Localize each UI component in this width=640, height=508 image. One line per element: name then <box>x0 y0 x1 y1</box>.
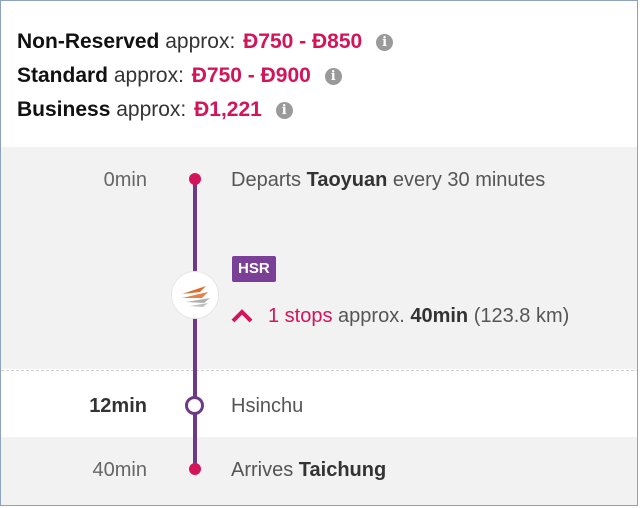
arrival-bg <box>1 437 637 505</box>
fare-row-standard: Standard approx: Ð750 - Ð900 i <box>17 59 393 93</box>
route-line <box>193 179 197 469</box>
hsr-logo-icon <box>171 271 219 319</box>
intermediate-time: 12min <box>89 395 147 417</box>
timeline-segment-bg <box>1 147 637 369</box>
arrive-station: Arrives Taichung <box>231 459 386 482</box>
info-icon[interactable]: i <box>275 101 293 119</box>
info-icon[interactable]: i <box>324 67 342 85</box>
intermediate-stop-marker <box>185 396 204 415</box>
arrive-prefix: Arrives <box>231 459 294 481</box>
fare-class: Non-Reserved <box>17 30 160 53</box>
fare-amount: Ð750 - Ð900 <box>191 64 311 87</box>
fare-amount: Ð750 - Ð850 <box>243 30 363 53</box>
fare-approx-label: approx: <box>165 30 236 53</box>
depart-prefix: Departs <box>231 169 302 191</box>
intermediate-stop-bg <box>1 371 637 437</box>
depart-time: 0min <box>103 169 147 191</box>
segment-duration: 40min <box>410 305 469 327</box>
divider <box>1 370 637 371</box>
depart-station: Departs Taoyuan every 30 minutes <box>231 169 545 192</box>
depart-dot <box>189 173 201 185</box>
arrive-station-name: Taichung <box>298 459 387 481</box>
fare-approx-label: approx: <box>113 64 184 87</box>
fare-amount: Ð1,221 <box>194 98 262 121</box>
fare-approx-label: approx: <box>116 98 187 121</box>
fare-class: Standard <box>17 64 109 87</box>
segment-summary: 1 stops approx. 40min (123.8 km) <box>268 305 569 328</box>
fare-row-business: Business approx: Ð1,221 i <box>17 93 393 127</box>
depart-station-name: Taoyuan <box>306 169 388 191</box>
chevron-up-icon[interactable] <box>231 304 253 330</box>
operator-badge: HSR <box>232 256 276 282</box>
depart-frequency: every 30 minutes <box>392 169 546 191</box>
fare-list: Non-Reserved approx: Ð750 - Ð850 i Stand… <box>17 25 394 127</box>
arrive-time: 40min <box>92 459 147 481</box>
arrive-dot <box>189 463 201 475</box>
segment-distance: (123.8 km) <box>473 305 570 327</box>
fare-row-non-reserved: Non-Reserved approx: Ð750 - Ð850 i <box>17 25 394 59</box>
intermediate-station: Hsinchu <box>231 395 304 417</box>
approx-label: approx. <box>338 305 405 327</box>
stops-toggle-link[interactable]: 1 stops <box>268 305 333 327</box>
fare-class: Business <box>17 98 111 121</box>
info-icon[interactable]: i <box>376 33 394 51</box>
